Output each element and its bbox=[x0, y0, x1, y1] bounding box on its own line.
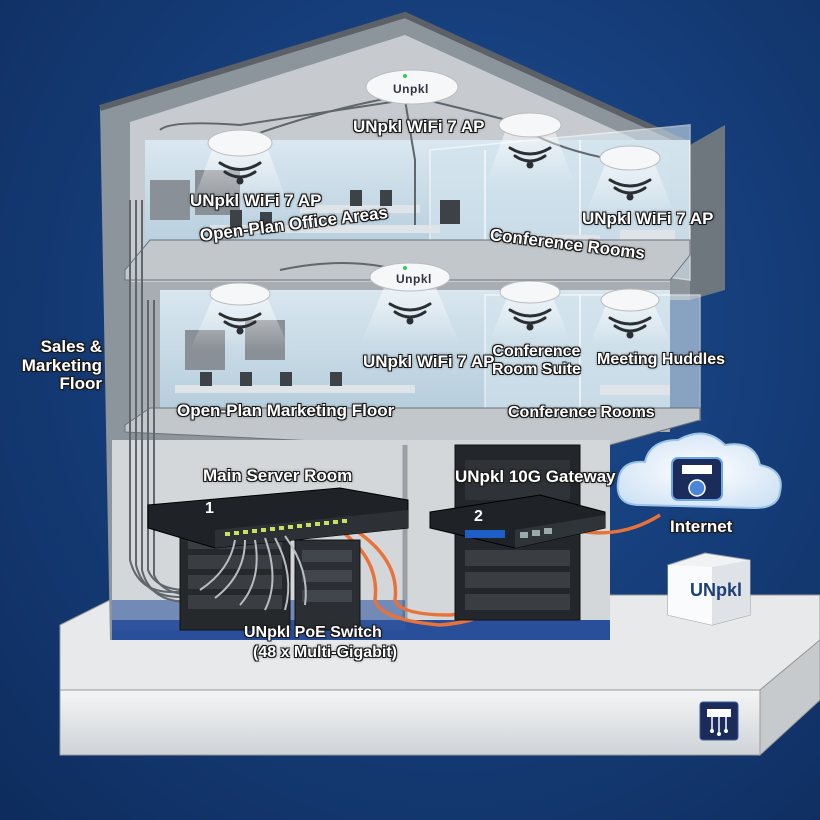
side-floor-label: Sales & Marketing Floor bbox=[21, 337, 102, 394]
cloud-icon bbox=[616, 432, 782, 510]
switch-label-line1: UNpkl PoE Switch bbox=[244, 624, 382, 641]
brand-kiosk bbox=[667, 552, 751, 626]
access-point-upper-middle bbox=[485, 112, 575, 185]
ap-label-top: UNpkl WiFi 7 AP bbox=[353, 117, 485, 136]
gateway-label: UNpkl 10G Gateway bbox=[455, 467, 616, 486]
access-point-upper-right bbox=[585, 145, 675, 215]
access-point-middle-right1 bbox=[490, 280, 570, 340]
access-point-middle-center bbox=[360, 262, 460, 345]
kiosk-brand: UNpkl bbox=[690, 580, 743, 600]
access-point-middle-right2 bbox=[590, 288, 672, 345]
marker-1: 1 bbox=[205, 500, 214, 517]
wifi-signal-icon bbox=[218, 146, 652, 339]
marker-2: 2 bbox=[474, 508, 483, 525]
ap-label-middle: UNpkl WiFi 7 AP bbox=[363, 352, 495, 371]
gateway-device bbox=[429, 494, 606, 549]
access-point-top bbox=[365, 69, 459, 105]
ap-label-upper-right: UNpkl WiFi 7 AP bbox=[582, 209, 714, 228]
area-label-middle-right: Conference Rooms bbox=[508, 404, 655, 421]
area-label-middle-left: Open-Plan Marketing Floor bbox=[177, 401, 395, 420]
poe-switch-device bbox=[147, 487, 409, 611]
access-point-middle-left bbox=[190, 282, 290, 350]
ap-brand-top: Unpkl bbox=[393, 82, 429, 96]
internet-label: Internet bbox=[670, 517, 733, 536]
switch-label-line2: (48 x Multi-Gigabit) bbox=[253, 644, 397, 661]
server-room-label: Main Server Room bbox=[203, 466, 353, 485]
conference-suite-label: Conference Room Suite bbox=[492, 343, 581, 378]
access-point-upper-left bbox=[190, 129, 290, 210]
ap-brand-middle: Unpkl bbox=[396, 272, 432, 286]
meeting-huddles-label: Meeting Huddles bbox=[597, 351, 726, 368]
ap-label-upper-left: UNpkl WiFi 7 AP bbox=[190, 191, 322, 210]
network-topology-icon bbox=[699, 701, 739, 741]
